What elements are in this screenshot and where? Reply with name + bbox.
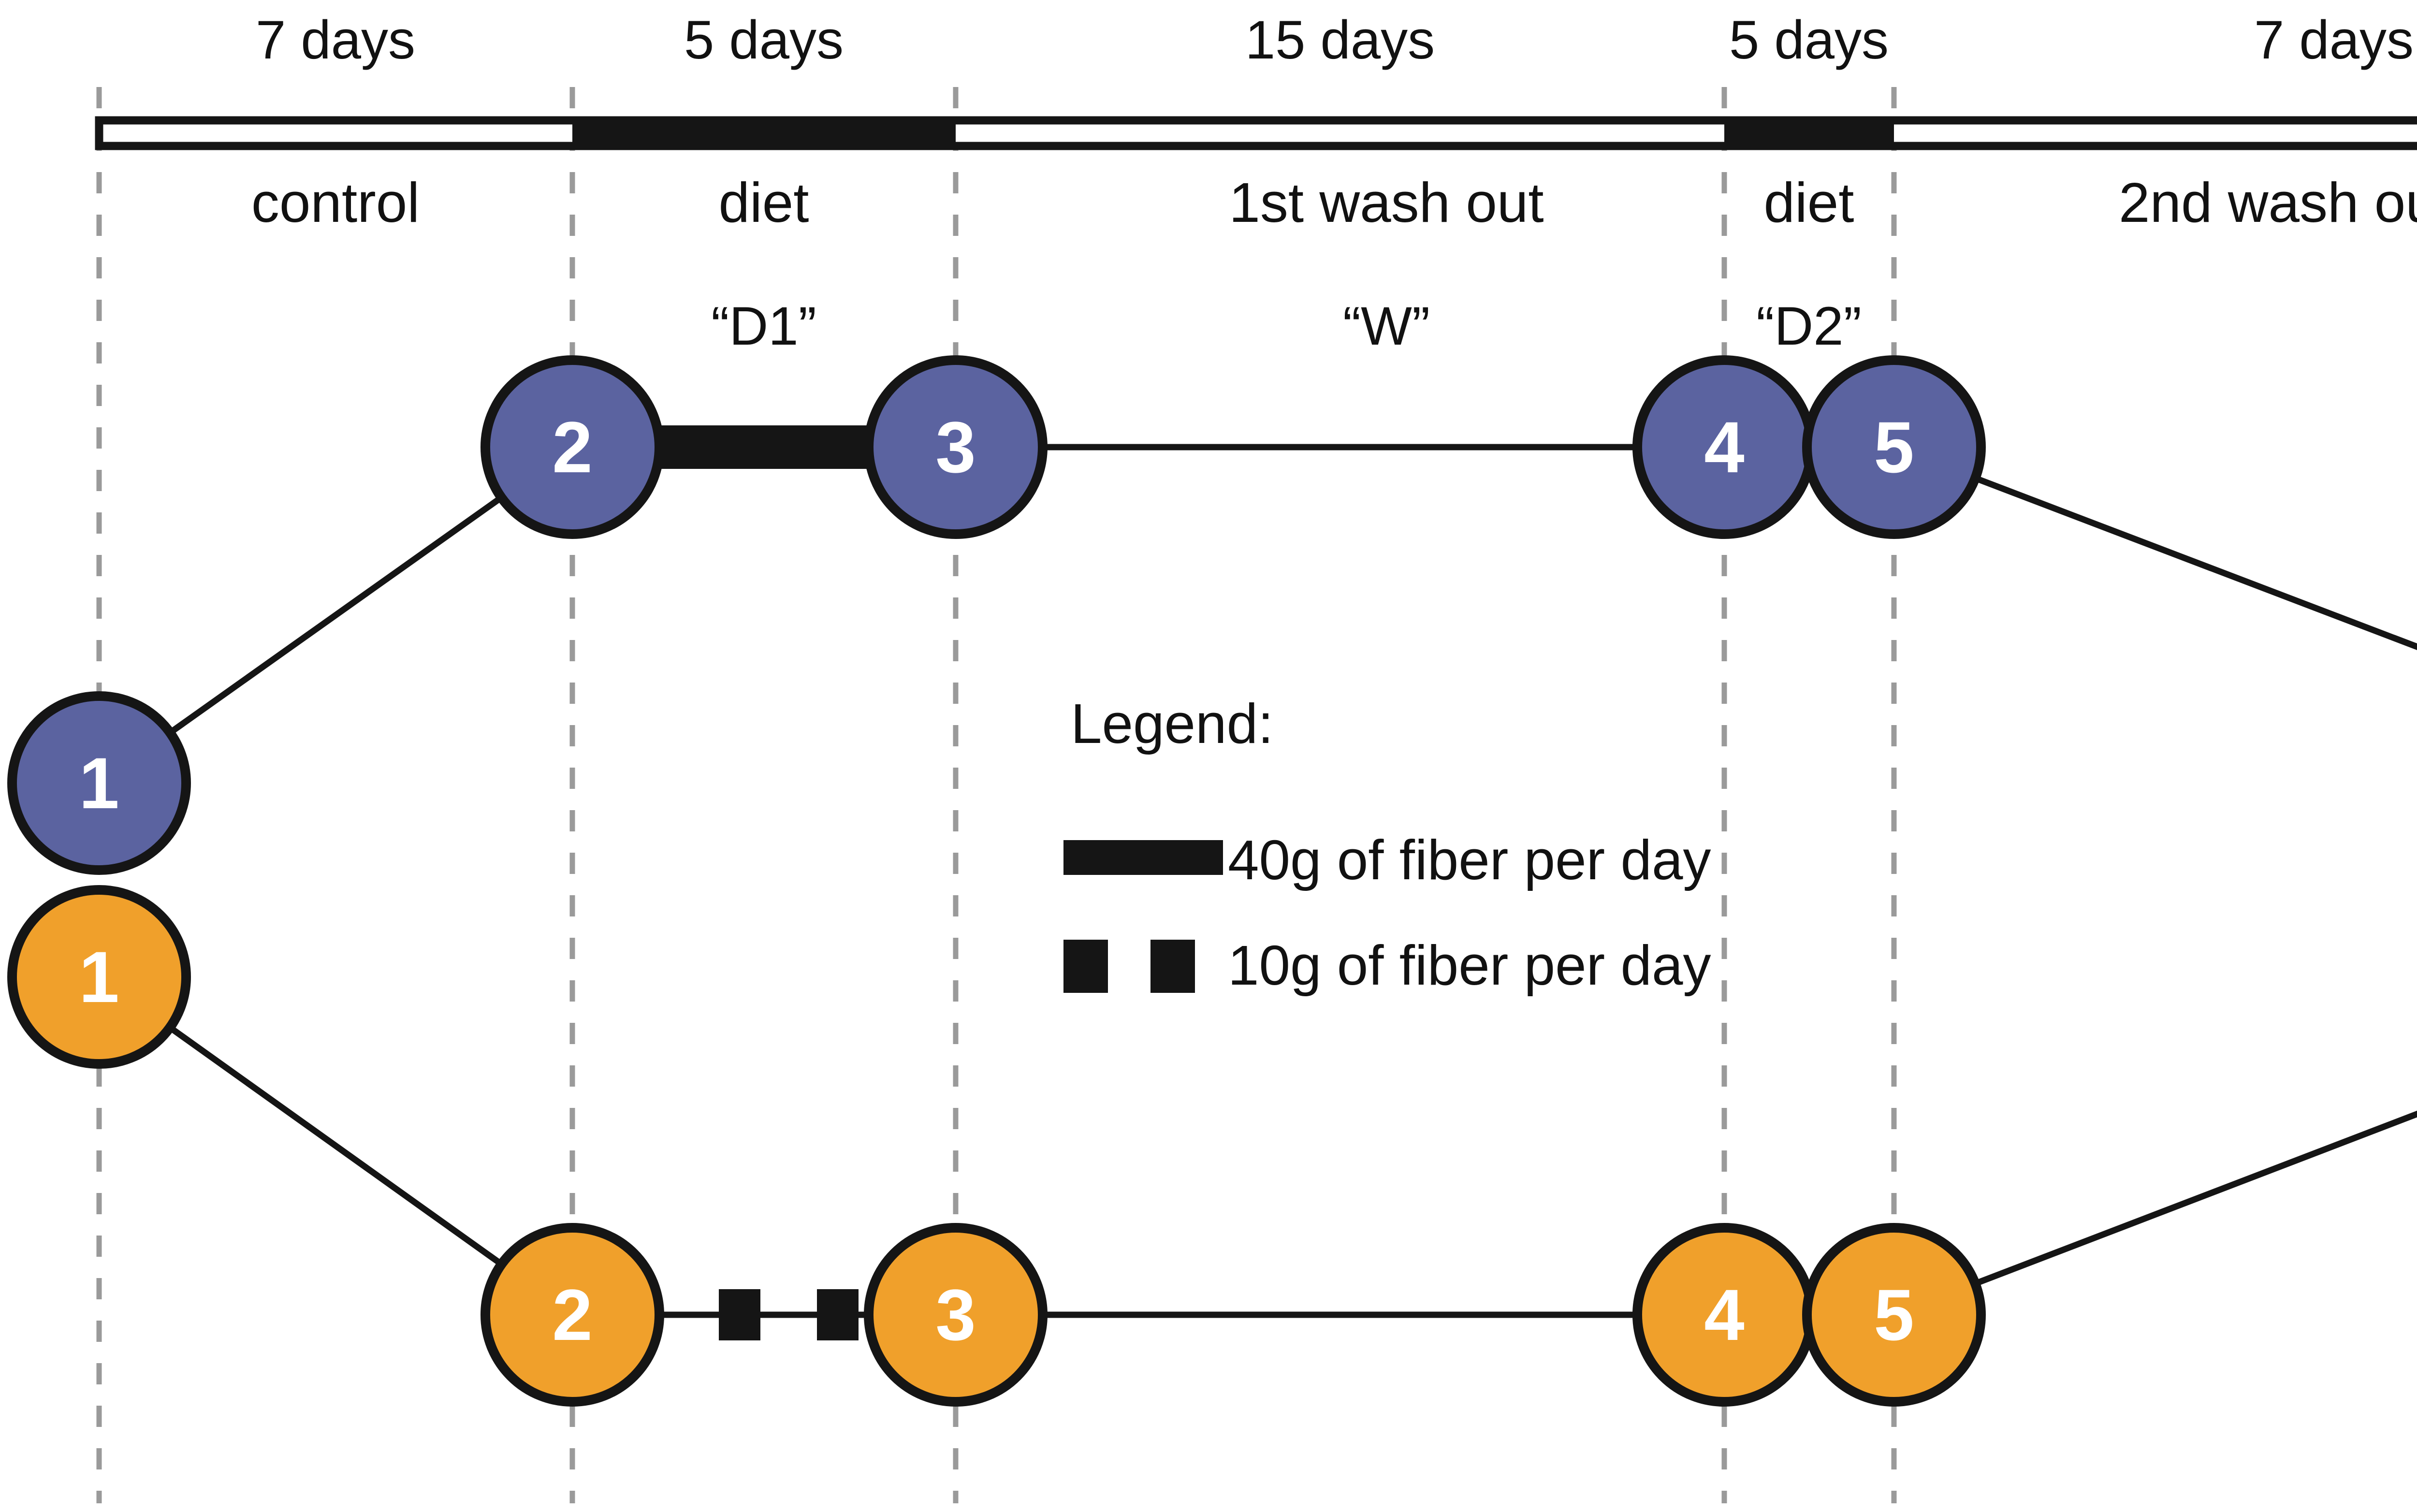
duration-label-control: 7 days — [256, 10, 415, 70]
guide-lines — [96, 87, 1897, 1503]
node-blue-3-label: 3 — [935, 407, 976, 488]
node-blue-4[interactable]: 4 — [1632, 355, 1816, 539]
node-orange-2[interactable]: 2 — [480, 1223, 664, 1407]
phase-label-wash-out-2: 2nd wash out — [2118, 171, 2417, 234]
legend-label-fiber-40: 40g of fiber per day — [1228, 829, 1711, 891]
link-orange-2-3-dash-b — [817, 1289, 859, 1340]
link-orange-2-3-dash-a — [719, 1289, 760, 1340]
arm-orange-nodes: 1 2 3 4 5 6 — [7, 885, 1986, 1407]
timeline-bar-outline — [95, 116, 2417, 150]
period-code-d2: “D2” — [1756, 296, 1862, 356]
period-code-w: “W” — [1342, 296, 1430, 356]
timeline-bar — [95, 116, 2417, 150]
node-orange-3[interactable]: 3 — [864, 1223, 1048, 1407]
node-blue-2[interactable]: 2 — [480, 355, 664, 539]
node-blue-3[interactable]: 3 — [864, 355, 1048, 539]
node-blue-5[interactable]: 5 — [1802, 355, 1986, 539]
node-orange-4-label: 4 — [1704, 1274, 1744, 1355]
node-blue-4-label: 4 — [1704, 407, 1744, 488]
timeline-segment-wash-out-2 — [1894, 120, 2417, 146]
legend-label-fiber-10: 10g of fiber per day — [1228, 934, 1711, 997]
timeline-segment-diet-2 — [1724, 120, 1894, 146]
phase-label-control: control — [251, 171, 420, 234]
node-orange-1[interactable]: 1 — [7, 885, 191, 1069]
legend-swatch-fiber-10-a — [1063, 940, 1108, 993]
node-orange-4[interactable]: 4 — [1632, 1223, 1816, 1407]
timeline-segment-wash-out-1 — [956, 120, 1724, 146]
arm-orange-links — [97, 974, 2417, 1340]
period-code-d1: “D1” — [711, 296, 816, 356]
link-orange-5-6 — [1893, 1110, 2417, 1318]
duration-label-diet-1: 5 days — [684, 10, 844, 70]
node-orange-1-label: 1 — [79, 936, 119, 1018]
node-blue-5-label: 5 — [1874, 407, 1914, 488]
phase-label-diet-2: diet — [1763, 171, 1854, 234]
node-orange-5-label: 5 — [1874, 1274, 1914, 1355]
duration-label-wash-out-2: 7 days — [2254, 10, 2414, 70]
timeline-segment-control — [99, 120, 572, 146]
duration-label-wash-out-1: 15 days — [1245, 10, 1435, 70]
legend-swatch-fiber-40 — [1063, 840, 1223, 875]
phase-label-wash-out-1: 1st wash out — [1229, 171, 1544, 234]
legend-swatch-fiber-10-b — [1150, 940, 1195, 993]
node-blue-2-label: 2 — [552, 407, 592, 488]
phase-label-diet-1: diet — [718, 171, 809, 234]
legend-swatches — [1063, 840, 1223, 993]
node-orange-5[interactable]: 5 — [1802, 1223, 1986, 1407]
node-orange-3-label: 3 — [935, 1274, 976, 1355]
arm-blue-nodes: 1 2 3 4 5 6 — [7, 355, 1986, 875]
node-blue-1[interactable]: 1 — [7, 691, 191, 875]
link-orange-1-2 — [97, 974, 574, 1318]
link-blue-1-2 — [97, 444, 574, 786]
link-blue-5-6 — [1893, 444, 2417, 650]
node-blue-1-label: 1 — [79, 742, 119, 824]
duration-label-diet-2: 5 days — [1729, 10, 1889, 70]
legend-title: Legend: — [1071, 692, 1274, 755]
node-orange-2-label: 2 — [552, 1274, 592, 1355]
timeline-segment-diet-1 — [572, 120, 956, 146]
